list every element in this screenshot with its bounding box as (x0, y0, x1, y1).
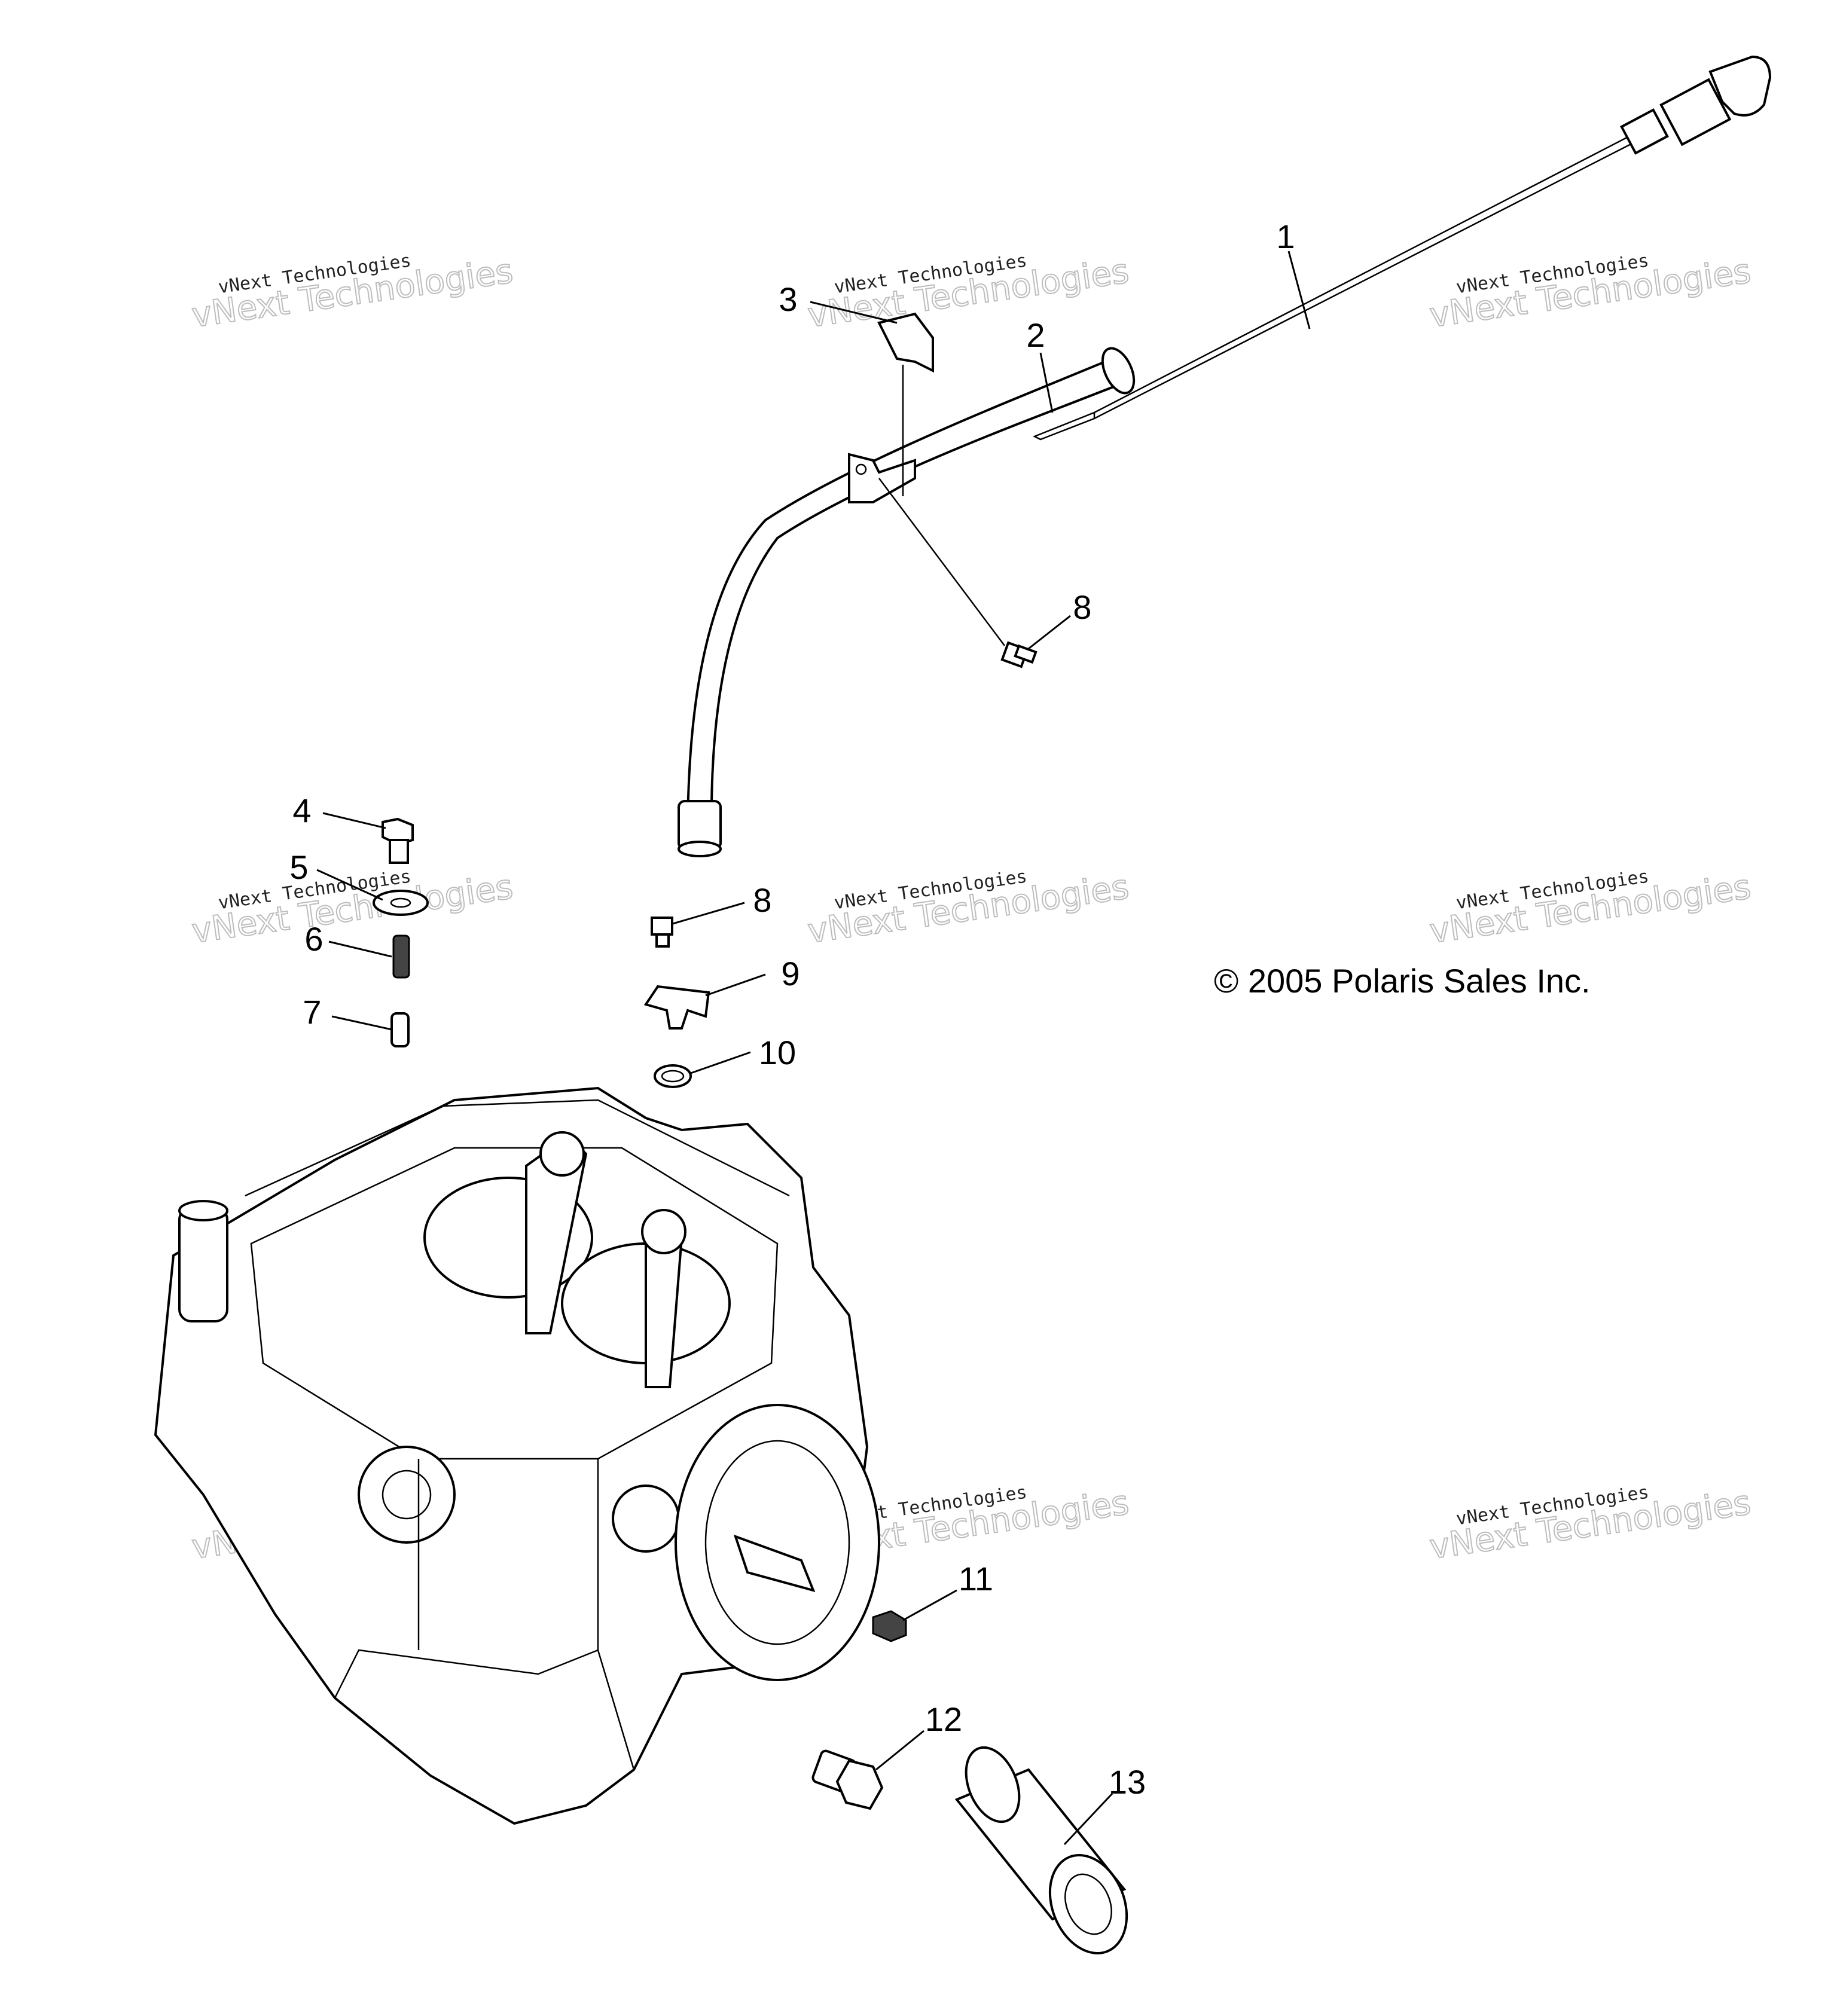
pin-body (390, 1012, 410, 1047)
cylinder-deck (250, 1147, 779, 1460)
bolt-4 (382, 817, 414, 864)
tube-body (686, 357, 1126, 838)
bolt-head (651, 917, 673, 936)
callout-7: 7 (303, 993, 321, 1031)
tube-end (678, 841, 722, 857)
leader-line-8b (672, 902, 745, 925)
leader-line-6 (328, 940, 392, 958)
bracket-body (643, 985, 710, 1030)
dipstick-rod (1094, 130, 1639, 414)
o-ring-outer (654, 1064, 692, 1088)
dipstick-tube (678, 347, 1136, 857)
crankshaft-housing (675, 1404, 880, 1681)
crankshaft-housing-inner (704, 1440, 850, 1645)
leader-line-12 (875, 1730, 924, 1771)
dipstick-tip (1032, 411, 1096, 441)
leader-line-3 (810, 301, 898, 324)
callout-9: 9 (781, 955, 800, 992)
callout-11: 11 (959, 1560, 993, 1597)
leader-line-10 (690, 1051, 751, 1074)
o-ring-inner (661, 1070, 685, 1083)
clip-body (877, 312, 934, 373)
watermark: vNext Technologies vNext Technologies (1427, 866, 1754, 951)
watermark: vNext Technologies vNext Technologies (805, 250, 1132, 335)
leader-line-7 (331, 1015, 392, 1031)
dipstick-seal (1620, 108, 1669, 155)
leader-line-1 (1287, 251, 1311, 329)
o-ring (654, 1064, 692, 1088)
leader-line-11 (902, 1589, 957, 1621)
crankcase-rib (417, 1459, 599, 1650)
copyright-notice: © 2005 Polaris Sales Inc. (1214, 962, 1591, 1000)
oil-filter-fitting (811, 1749, 884, 1810)
dipstick-body (1659, 78, 1732, 146)
leader-line-9 (705, 973, 766, 997)
bracket-hole (855, 463, 867, 475)
drain-plug (872, 1610, 907, 1642)
callout-12: 12 (925, 1700, 962, 1738)
callout-8-lower: 8 (753, 881, 771, 919)
watermark: vNext Technologies vNext Technologies (1427, 1482, 1754, 1567)
callout-4: 4 (292, 792, 311, 829)
callout-3: 3 (779, 280, 797, 318)
oil-filter-cap-inner (1064, 1873, 1112, 1935)
fitting-hex (835, 1759, 884, 1810)
bolt-lower (651, 917, 673, 948)
callout-5: 5 (289, 848, 308, 886)
bolt-shank (1014, 644, 1037, 664)
leader-line-8a (1028, 615, 1071, 650)
dipstick-rod-edge (1094, 138, 1642, 420)
crankcase-port (612, 1484, 680, 1553)
tube-top-opening (1101, 347, 1136, 395)
callout-1: 1 (1276, 218, 1295, 255)
water-outlet-pipe (178, 1206, 228, 1322)
bolt-upper (878, 478, 1037, 668)
oil-pan-edge (334, 1649, 635, 1770)
clip (877, 312, 934, 496)
callout-10: 10 (759, 1034, 796, 1071)
dipstick-handle (1708, 55, 1772, 117)
watermark: vNext Technologies vNext Technologies (1427, 250, 1754, 335)
bracket (643, 985, 710, 1030)
leader-lines (316, 251, 1311, 1846)
pin (390, 1012, 410, 1047)
oil-filter (954, 1746, 1128, 1954)
watermark: vNext Technologies vNext Technologies (189, 866, 516, 951)
spring (392, 934, 410, 979)
dipstick (1032, 55, 1772, 441)
oil-filter-cap (1048, 1854, 1128, 1954)
con-rod-eye-left (539, 1131, 585, 1177)
callout-2: 2 (1026, 316, 1045, 354)
callout-numbers: 1 2 3 4 5 6 7 8 8 9 10 11 12 13 (289, 218, 1295, 1801)
oil-filter-base (965, 1746, 1021, 1823)
crankcase-boss (358, 1446, 456, 1544)
leader-line-4 (322, 812, 386, 829)
crankcase-top-edge (245, 1099, 790, 1197)
drain-plug-hex (872, 1610, 907, 1642)
crankcase-boss-hole (382, 1470, 432, 1520)
bolt-guide-line (878, 478, 1005, 646)
bolt-shank (655, 933, 670, 948)
bolt-shaft (389, 839, 409, 864)
con-rod-eye-right (641, 1209, 686, 1254)
crankshaft-end (733, 1534, 816, 1592)
callout-8-upper: 8 (1073, 588, 1091, 626)
leader-line-5 (316, 869, 383, 901)
bolt-hex-head (382, 817, 414, 846)
washer-outer (373, 890, 429, 916)
leader-line-13 (1063, 1792, 1113, 1846)
leader-line-2 (1039, 352, 1054, 413)
watermark: vNext Technologies vNext Technologies (189, 250, 516, 335)
washer (373, 890, 429, 916)
callout-13: 13 (1109, 1763, 1146, 1801)
washer-hole (390, 897, 411, 908)
water-outlet-opening (178, 1200, 228, 1221)
callout-6: 6 (304, 920, 323, 958)
spring-coil (392, 934, 410, 979)
crankcase (154, 1086, 880, 1825)
watermark: vNext Technologies vNext Technologies (805, 866, 1132, 951)
